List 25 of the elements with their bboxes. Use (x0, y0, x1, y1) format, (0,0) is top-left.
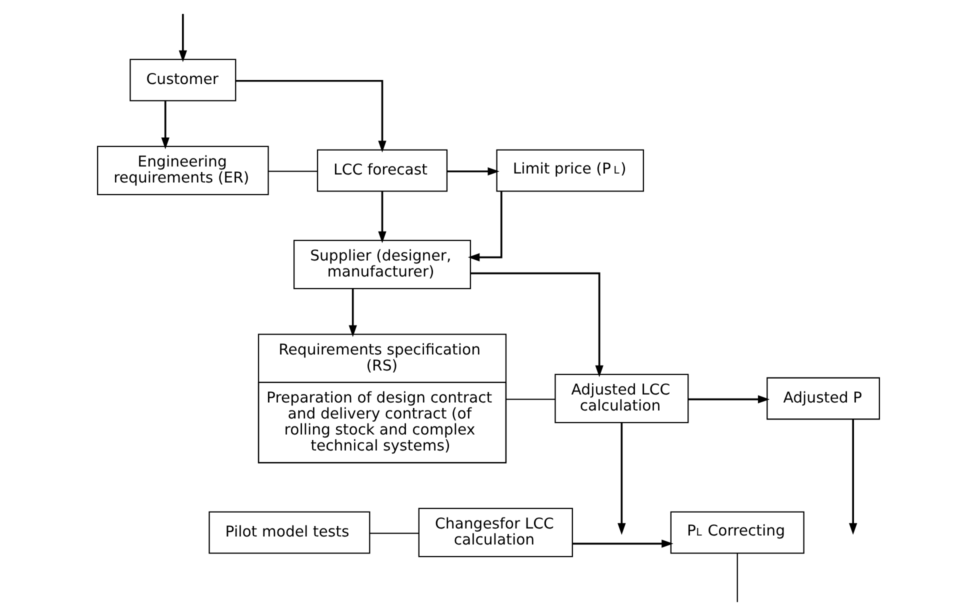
arrow (348, 288, 357, 337)
node-box: Adjusted LCC calculation (554, 374, 689, 424)
arrow (447, 167, 500, 176)
arrow (468, 192, 502, 262)
arrow (470, 272, 604, 378)
node-box: Engineering requirements (ER) (97, 146, 269, 196)
node-box: PL Correcting (670, 511, 804, 554)
connector (736, 553, 738, 602)
connector (268, 170, 318, 172)
arrow (178, 14, 188, 62)
arrow (236, 80, 386, 152)
node-box: Pilot model tests (208, 511, 370, 554)
node-box: Customer (130, 58, 236, 102)
arrow (378, 191, 386, 244)
arrow (161, 101, 170, 150)
node-box: LCC forecast (316, 149, 448, 192)
node-box: Adjusted P (766, 377, 880, 420)
arrow (572, 540, 674, 548)
arrow (688, 395, 770, 404)
node-box: Changesfor LCC calculation (418, 508, 573, 558)
node-box: Supplier (designer, manufacturer) (293, 240, 472, 290)
connector (506, 398, 556, 400)
arrow (618, 422, 626, 535)
arrow (848, 419, 858, 535)
connector (370, 532, 419, 534)
